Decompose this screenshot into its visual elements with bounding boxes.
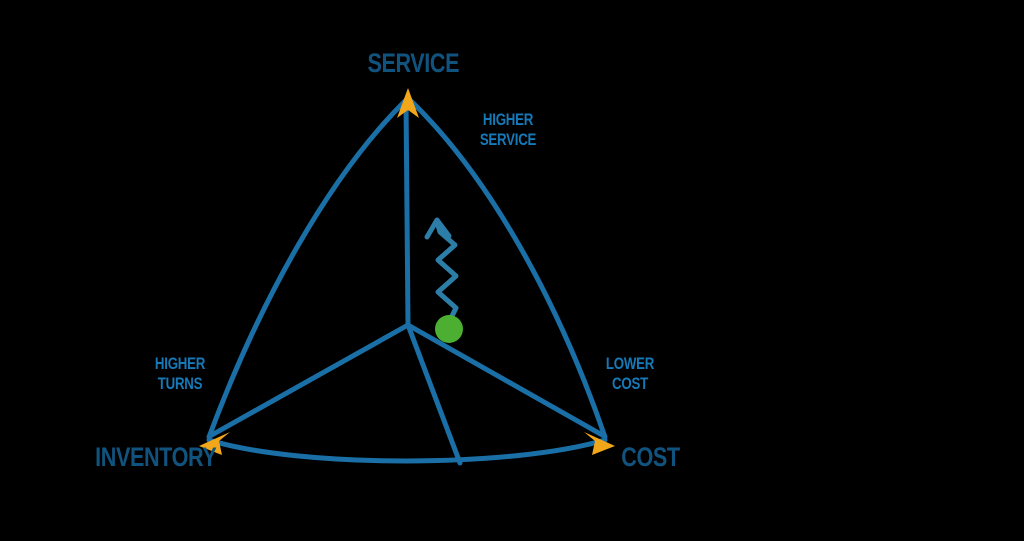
vertex-markers — [199, 88, 615, 455]
vertex-marker-cost-icon — [584, 432, 615, 455]
axis-note-lower-cost: LOWER COST — [591, 354, 669, 394]
spoke-to-inventory — [207, 322, 411, 439]
axis-note-higher-service-line2: SERVICE — [479, 130, 537, 149]
axis-note-lower-cost-line1: LOWER — [605, 354, 655, 373]
improvement-arrow-shaft — [434, 219, 459, 329]
spoke-to-base — [405, 322, 463, 466]
vertex-label-inventory: INVENTORY — [95, 442, 217, 472]
vertex-marker-service-icon — [397, 88, 419, 118]
improvement-arrow — [424, 217, 459, 329]
vertex-label-service: SERVICE — [367, 48, 460, 78]
axis-note-lower-cost-line2: COST — [612, 374, 648, 393]
side-service-inventory — [206, 97, 409, 440]
axis-note-higher-service: HIGHER SERVICE — [469, 110, 547, 150]
axis-note-higher-turns-line2: TURNS — [157, 374, 203, 393]
triangle-spokes — [207, 97, 607, 466]
side-inventory-cost — [206, 437, 608, 464]
vertex-marker-inventory-icon — [199, 432, 230, 455]
spoke-to-cost — [405, 322, 607, 439]
axis-note-higher-service-line1: HIGHER — [482, 110, 534, 129]
spoke-to-service — [403, 97, 411, 328]
improvement-arrow-head-icon — [424, 217, 452, 240]
side-service-cost — [407, 97, 608, 440]
vertex-label-cost: COST — [621, 442, 680, 472]
triangle-sides — [206, 97, 608, 464]
axis-note-higher-turns: HIGHER TURNS — [141, 354, 219, 394]
axis-note-higher-turns-line1: HIGHER — [154, 354, 206, 373]
current-state-dot — [435, 315, 463, 343]
